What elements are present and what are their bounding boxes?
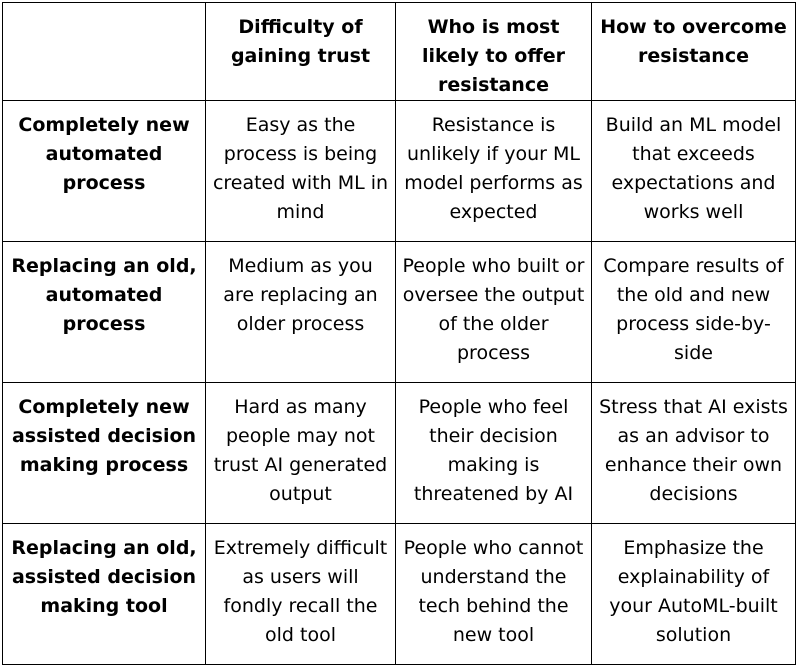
table-row: Completely new assisted decision making … bbox=[2, 382, 796, 524]
row-header-label: Completely new automated process bbox=[18, 114, 190, 194]
header-difficulty-label: Difficulty of gaining trust bbox=[230, 16, 371, 67]
header-overcome-label: How to overcome resistance bbox=[600, 16, 787, 67]
cell-text: Extremely difficult as users will fondly… bbox=[213, 537, 388, 646]
cell-text: Stress that AI exists as an advisor to e… bbox=[599, 396, 788, 505]
table-cell: Medium as you are replacing an older pro… bbox=[205, 241, 396, 383]
cell-text: Resistance is unlikely if your ML model … bbox=[404, 114, 583, 223]
cell-text: Compare results of the old and new proce… bbox=[603, 255, 784, 364]
header-resistance-source-label: Who is most likely to offer resistance bbox=[421, 16, 565, 96]
cell-text: People who feel their decision making is… bbox=[413, 396, 574, 505]
cell-text: Medium as you are replacing an older pro… bbox=[223, 255, 378, 335]
table-row: Replacing an old, automated process Medi… bbox=[2, 241, 796, 383]
table-cell: Easy as the process is being created wit… bbox=[205, 100, 396, 242]
row-header-cell: Completely new automated process bbox=[2, 100, 206, 242]
table-cell: Hard as many people may not trust AI gen… bbox=[205, 382, 396, 524]
row-header-cell: Completely new assisted decision making … bbox=[2, 382, 206, 524]
header-difficulty: Difficulty of gaining trust bbox=[205, 2, 396, 101]
header-row: Difficulty of gaining trust Who is most … bbox=[2, 2, 796, 101]
cell-text: Emphasize the explainability of your Aut… bbox=[609, 537, 778, 646]
row-header-label: Replacing an old, automated process bbox=[11, 255, 197, 335]
cell-text: People who cannot understand the tech be… bbox=[403, 537, 584, 646]
row-header-label: Replacing an old, assisted decision maki… bbox=[11, 537, 197, 617]
table-cell: Emphasize the explainability of your Aut… bbox=[591, 523, 796, 665]
table-cell: People who feel their decision making is… bbox=[395, 382, 592, 524]
row-header-cell: Replacing an old, automated process bbox=[2, 241, 206, 383]
cell-text: Build an ML model that exceeds expectati… bbox=[605, 114, 782, 223]
cell-text: Hard as many people may not trust AI gen… bbox=[213, 396, 388, 505]
table-cell: People who cannot understand the tech be… bbox=[395, 523, 592, 665]
cell-text: People who built or oversee the output o… bbox=[402, 255, 585, 364]
cell-text: Easy as the process is being created wit… bbox=[212, 114, 389, 223]
table-cell: Resistance is unlikely if your ML model … bbox=[395, 100, 592, 242]
table-cell: Build an ML model that exceeds expectati… bbox=[591, 100, 796, 242]
table-cell: Compare results of the old and new proce… bbox=[591, 241, 796, 383]
row-header-cell: Replacing an old, assisted decision maki… bbox=[2, 523, 206, 665]
header-overcome: How to overcome resistance bbox=[591, 2, 796, 101]
table-cell: People who built or oversee the output o… bbox=[395, 241, 592, 383]
header-resistance-source: Who is most likely to offer resistance bbox=[395, 2, 592, 101]
table-cell: Stress that AI exists as an advisor to e… bbox=[591, 382, 796, 524]
table-row: Completely new automated process Easy as… bbox=[2, 100, 796, 242]
row-header-label: Completely new assisted decision making … bbox=[11, 396, 197, 476]
corner-header-cell bbox=[2, 2, 206, 101]
table-row: Replacing an old, assisted decision maki… bbox=[2, 523, 796, 665]
table-cell: Extremely difficult as users will fondly… bbox=[205, 523, 396, 665]
